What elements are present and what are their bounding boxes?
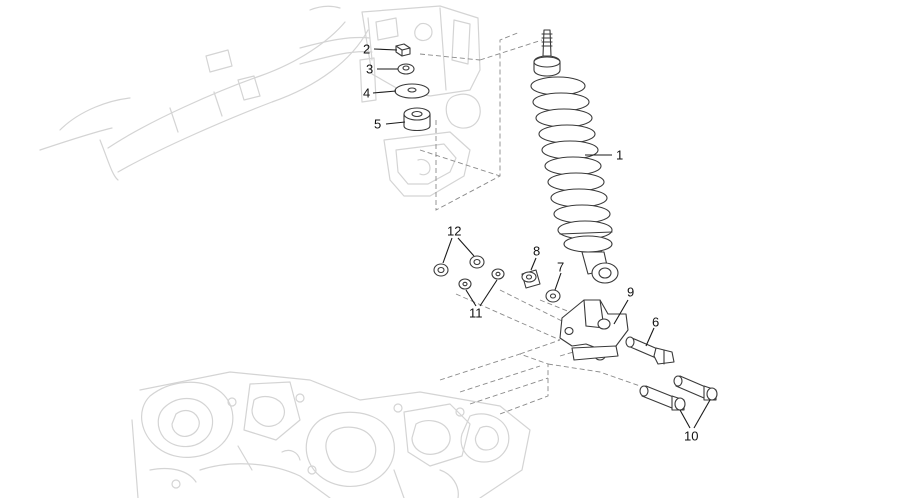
callout-5: 5	[374, 117, 381, 132]
lower-bracket	[559, 299, 629, 361]
ghost-engine-case	[131, 371, 531, 498]
shock-absorber	[530, 29, 619, 284]
shock-spring-coils	[530, 76, 613, 253]
washer-7	[545, 289, 561, 303]
callout-4: 4	[363, 86, 370, 101]
bushes-12	[433, 255, 485, 277]
callout-8: 8	[533, 244, 540, 259]
ghost-frame-tubes	[39, 5, 373, 181]
callout-6: 6	[652, 315, 659, 330]
callout-2: 2	[363, 42, 370, 57]
callout-7: 7	[557, 260, 564, 275]
callout-9: 9	[627, 285, 634, 300]
callout-10: 10	[684, 429, 698, 444]
washer-small	[397, 63, 415, 75]
leader-lines	[372, 48, 711, 429]
bush-8	[521, 269, 541, 289]
bolt-6	[625, 336, 675, 365]
callout-11: 11	[469, 306, 483, 321]
nut-top	[395, 43, 411, 57]
callout-12: 12	[447, 224, 461, 239]
ghost-upper-bracket	[359, 5, 481, 197]
callout-numbers: 1 2 3 4 5 6 7 8 9 10 11 12	[363, 42, 698, 444]
callout-1: 1	[616, 148, 623, 163]
rubber-bush-top	[403, 107, 431, 132]
assembly-guide-upper	[419, 31, 543, 211]
callout-3: 3	[366, 62, 373, 77]
bolts-10	[639, 375, 718, 411]
washer-large	[394, 83, 430, 99]
washers-11	[458, 268, 505, 290]
